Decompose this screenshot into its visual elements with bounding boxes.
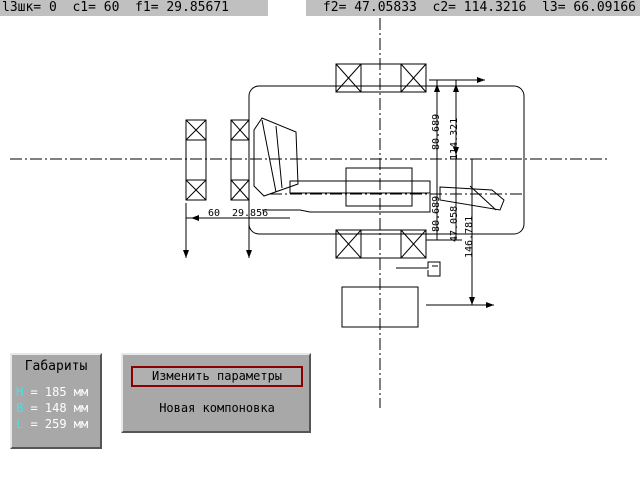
dimension-letter: B <box>16 401 24 415</box>
left-bearing-outer <box>185 119 207 201</box>
oil-plug <box>396 261 441 277</box>
shaft-body <box>289 180 431 194</box>
bevel-wheel <box>439 186 505 211</box>
dim-114-321: 114.321 <box>449 118 460 160</box>
top-bearing <box>335 63 427 93</box>
dimensions-panel: Габариты H = 185 мм B = 148 мм L = 259 м… <box>10 353 102 449</box>
dimension-arrows <box>183 77 494 308</box>
shaft-lower <box>262 194 431 213</box>
dimension-letter: L <box>16 417 24 431</box>
dimension-row-height: H = 185 мм <box>16 385 88 399</box>
status-bar-right: f2= 47.05833 c2= 114.3216 l3= 66.09166 <box>306 0 640 16</box>
left-bearing-inner <box>230 119 250 201</box>
dimension-value: = 259 мм <box>23 417 89 431</box>
dimension-row-width: B = 148 мм <box>16 401 88 415</box>
dimension-letter: H <box>16 385 24 399</box>
new-layout-button[interactable]: Новая компоновка <box>159 401 275 415</box>
dim-60: 60 <box>208 208 220 219</box>
dimension-row-length: L = 259 мм <box>16 417 88 431</box>
dim-29-856: 29.856 <box>232 208 268 219</box>
dim-47-058: 47.058 <box>449 206 460 242</box>
actions-panel: Изменить параметры Новая компоновка <box>121 353 311 433</box>
dimension-value: = 185 мм <box>23 385 89 399</box>
wheel-hub <box>345 167 413 207</box>
dimension-value: = 148 мм <box>23 401 89 415</box>
dim-146-781: 146.781 <box>464 216 475 258</box>
status-bar-left: l3шк= 0 c1= 60 f1= 29.85671 <box>0 0 268 16</box>
change-parameters-button[interactable]: Изменить параметры <box>131 366 303 387</box>
dim-80-689-bottom: 80.689 <box>431 196 442 232</box>
bottom-bearing <box>335 229 427 259</box>
motor-block <box>341 286 419 328</box>
dimension-lines <box>185 79 494 306</box>
bevel-pinion <box>253 117 299 197</box>
dim-80-689-top: 80.689 <box>431 114 442 150</box>
dimensions-title: Габариты <box>24 359 88 374</box>
